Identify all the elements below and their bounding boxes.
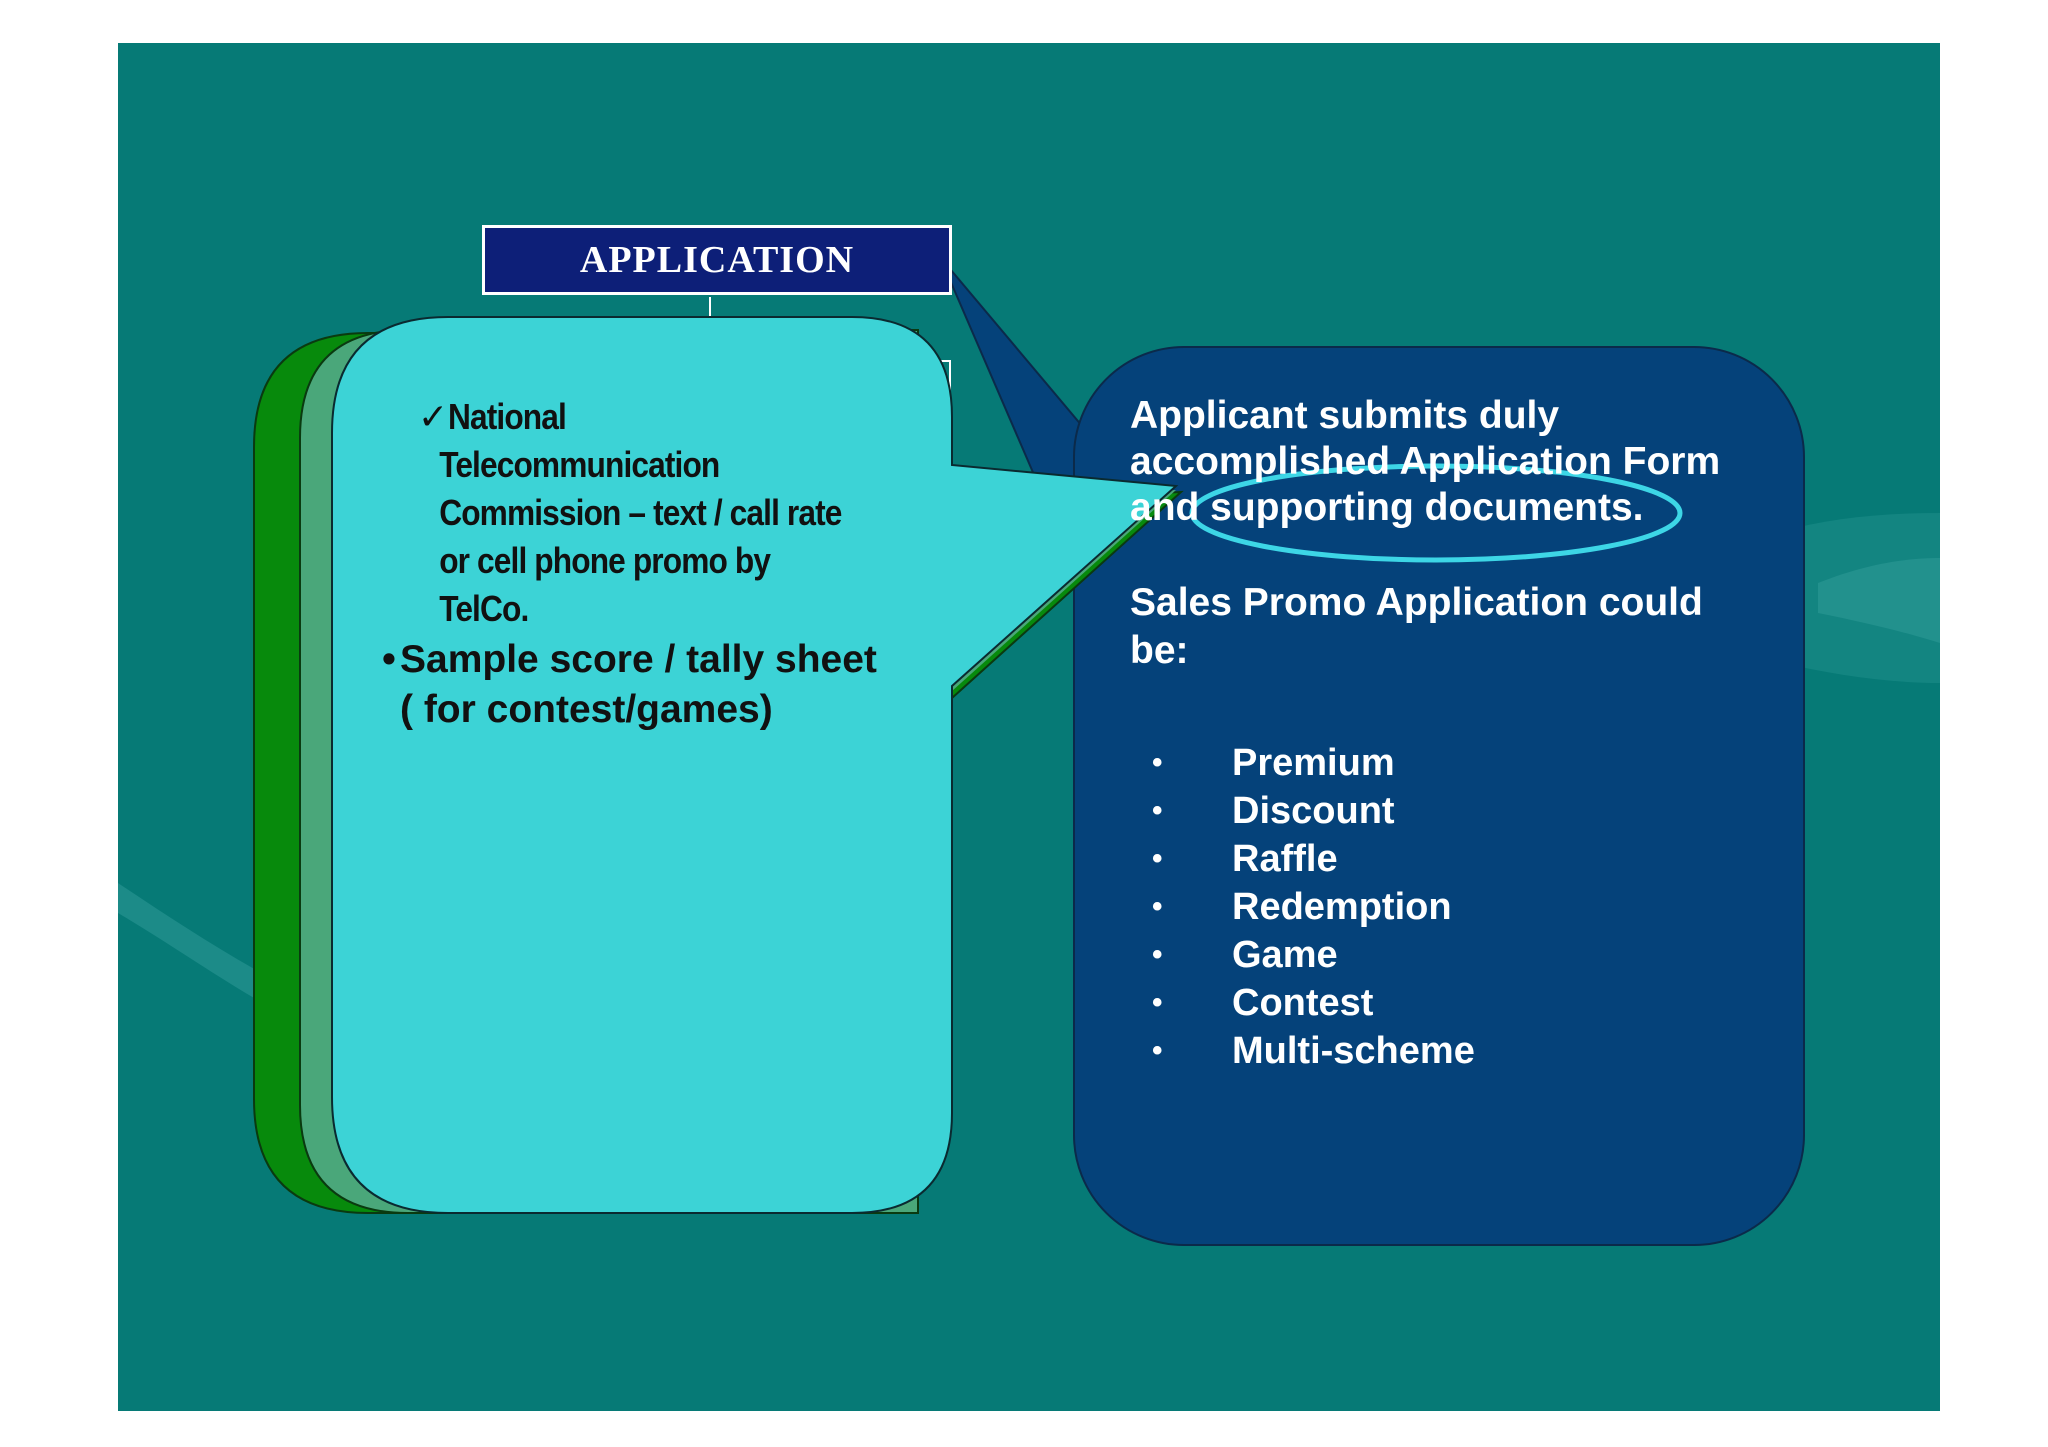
list-item: • Premium xyxy=(1152,739,1770,787)
bullet-icon: • xyxy=(1152,890,1163,923)
subtitle-line: Sales Promo Application could xyxy=(1130,581,1703,624)
promo-type-label: Premium xyxy=(1232,742,1395,784)
promo-type-label: Game xyxy=(1232,934,1338,976)
list-item: • Raffle xyxy=(1152,835,1770,883)
check-mark-icon: ✓ xyxy=(418,396,449,437)
slide: APPLICATION ✓ National Telecommunication… xyxy=(118,43,1940,1411)
check-line: TelCo. xyxy=(439,588,529,629)
list-item: • Contest xyxy=(1152,979,1770,1027)
bullet-item-text: Sample score / tally sheet ( for contest… xyxy=(400,635,920,735)
application-title-box: APPLICATION xyxy=(482,225,952,295)
callout-main xyxy=(331,316,1179,1214)
bullet-icon: • xyxy=(1152,938,1163,971)
bullet-line: Sample score / tally sheet xyxy=(400,638,877,681)
promo-types-heading: Sales Promo Application could be: xyxy=(1130,579,1770,675)
intro-line: accomplished Application Form xyxy=(1130,440,1721,483)
bullet-icon: • xyxy=(382,638,396,681)
promo-types-list: • Premium • Discount • Raffle • Redemption •… xyxy=(1152,739,1770,1075)
promo-type-label: Discount xyxy=(1232,790,1395,832)
bullet-icon: • xyxy=(1152,842,1163,875)
bullet-icon: • xyxy=(1152,986,1163,1019)
check-item-text: National Telecommunication Commission – … xyxy=(439,393,862,633)
promo-type-label: Redemption xyxy=(1232,886,1452,928)
promo-type-label: Multi-scheme xyxy=(1232,1030,1475,1072)
intro-text: Applicant submits duly accomplished Appl… xyxy=(1130,393,1770,531)
promo-type-label: Contest xyxy=(1232,982,1374,1024)
background-wave xyxy=(1818,558,1940,643)
list-item: • Redemption xyxy=(1152,883,1770,931)
bullet-item: • Sample score / tally sheet ( for conte… xyxy=(378,635,938,735)
check-item: ✓ National Telecommunication Commission … xyxy=(378,393,938,633)
intro-line: and supporting documents. xyxy=(1130,486,1644,529)
check-line: National xyxy=(448,396,567,437)
promo-type-label: Raffle xyxy=(1232,838,1338,880)
application-title: APPLICATION xyxy=(579,239,855,281)
left-callout-content: ✓ National Telecommunication Commission … xyxy=(378,393,938,735)
bullet-icon: • xyxy=(1152,794,1163,827)
bullet-icon: • xyxy=(1152,746,1163,779)
check-line: Commission – text / call rate xyxy=(439,492,842,533)
right-panel-shape xyxy=(1073,346,1805,1246)
check-line: Telecommunication xyxy=(439,444,720,485)
callout-shapes xyxy=(253,256,1805,1246)
intro-line: Applicant submits duly xyxy=(1130,394,1560,437)
subtitle-line: be: xyxy=(1130,629,1189,672)
highlight-ellipse xyxy=(1189,463,1683,563)
check-line: or cell phone promo by xyxy=(439,540,771,581)
list-item: • Game xyxy=(1152,931,1770,979)
right-panel-content: Applicant submits duly accomplished Appl… xyxy=(1130,393,1770,1075)
bullet-line: ( for contest/games) xyxy=(400,688,773,731)
list-item: • Multi-scheme xyxy=(1152,1027,1770,1075)
list-item: • Discount xyxy=(1152,787,1770,835)
bullet-icon: • xyxy=(1152,1034,1163,1067)
